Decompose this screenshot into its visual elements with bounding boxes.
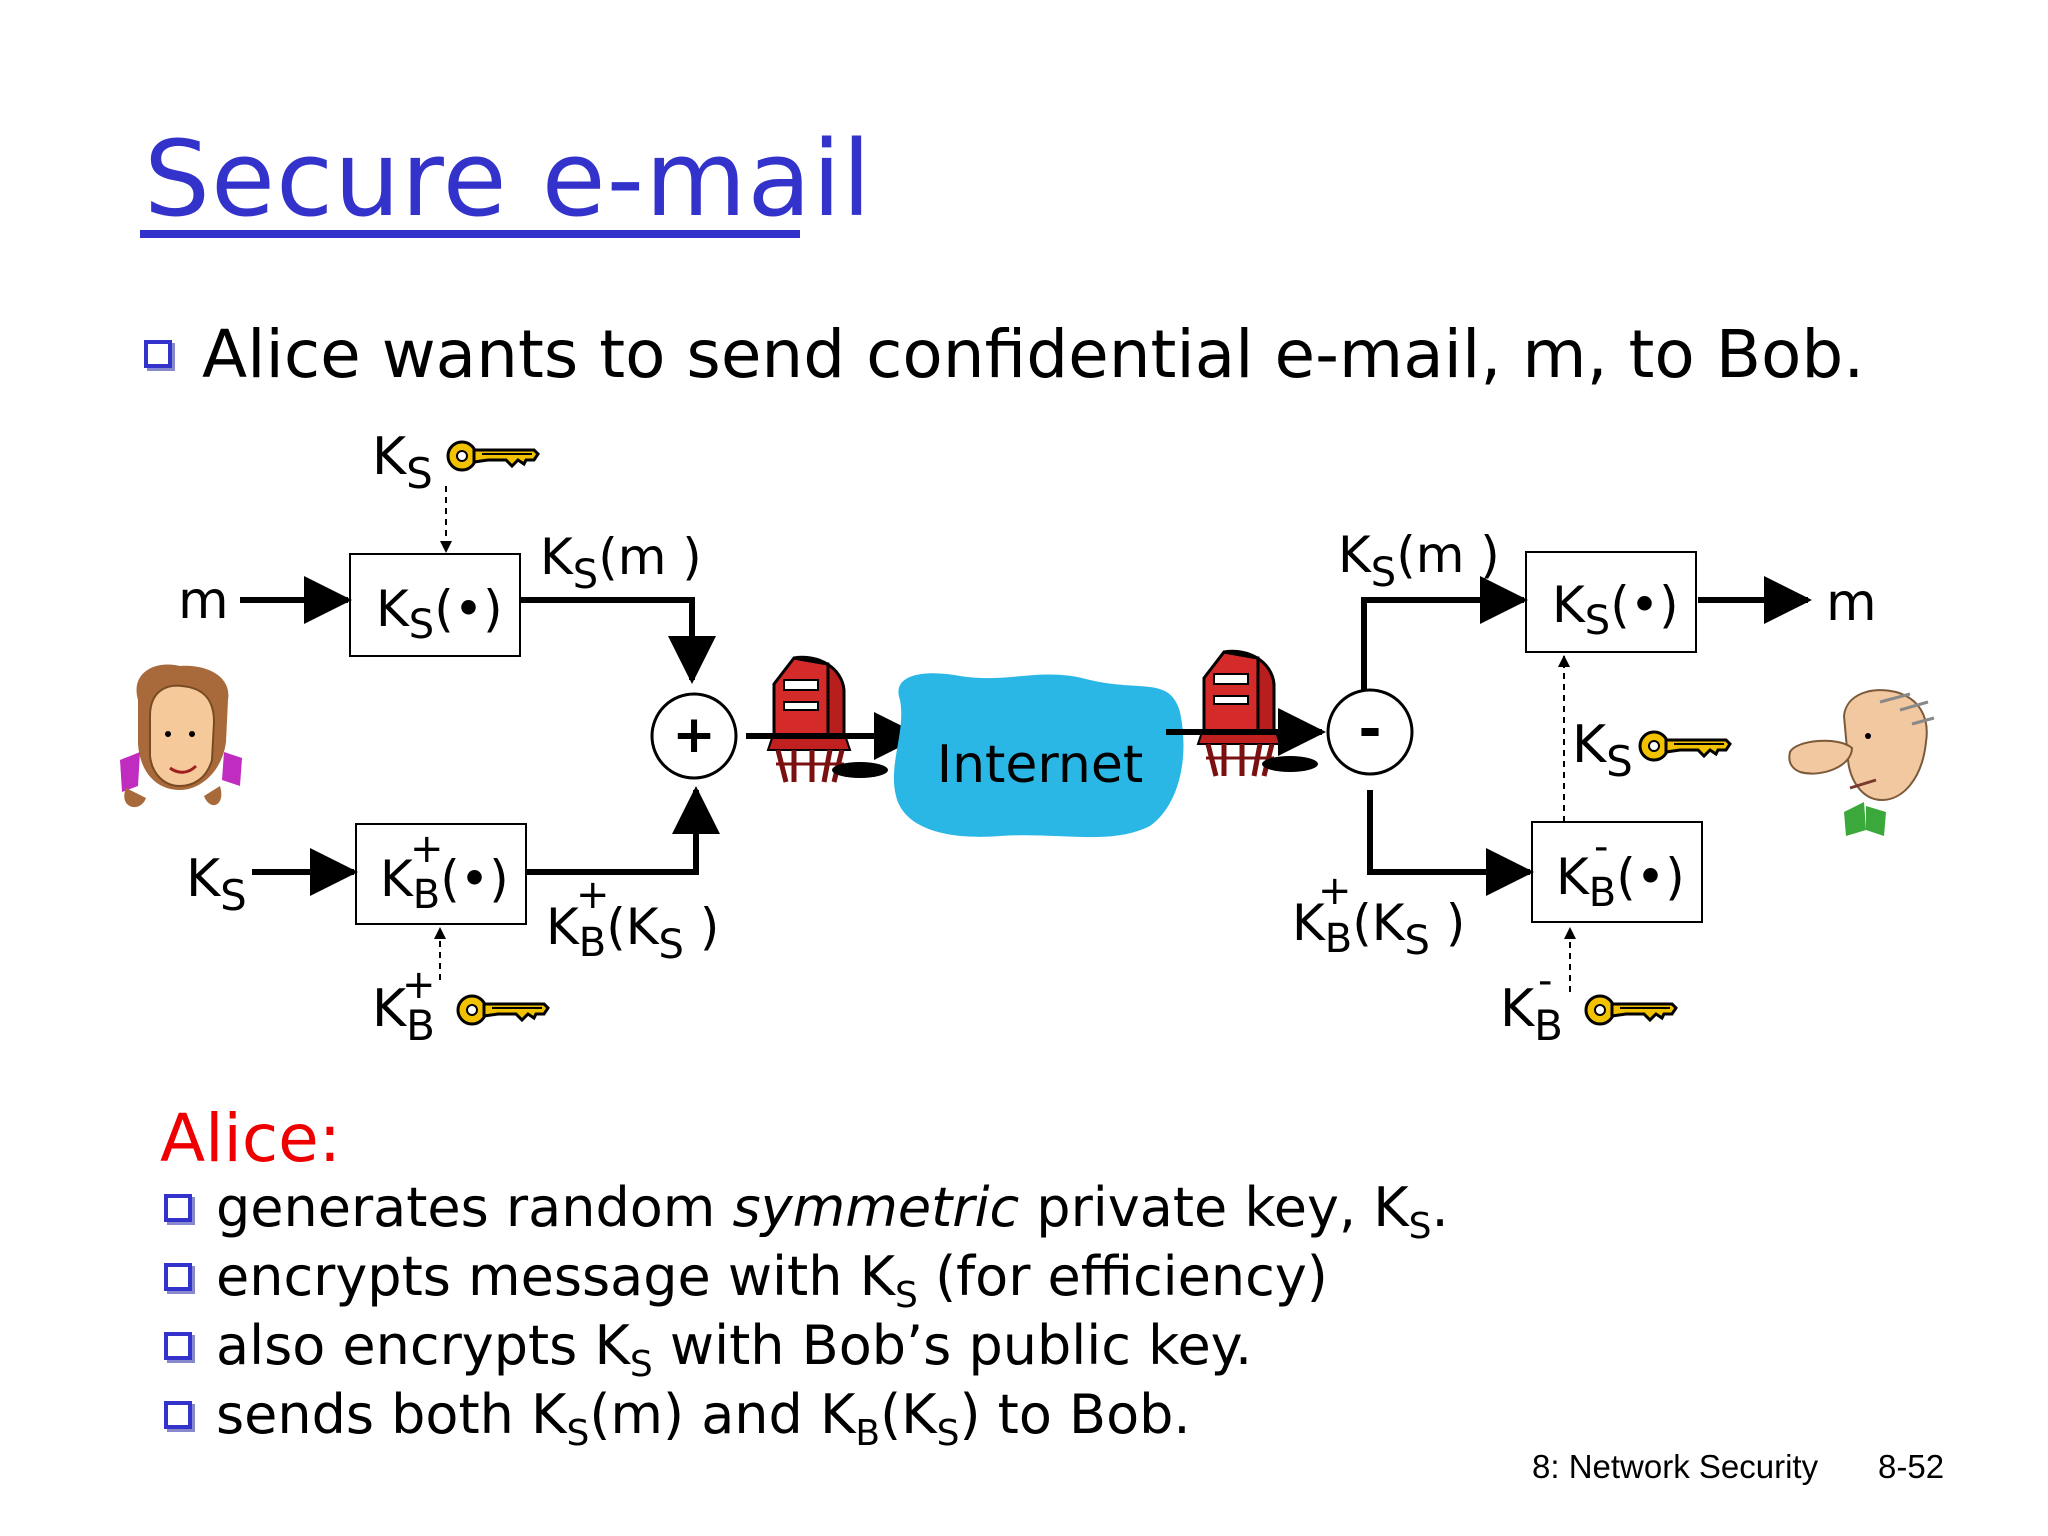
kb-ks-label-left: KB(KS ) <box>546 898 719 968</box>
bullet-square-icon <box>144 340 172 368</box>
footer-chapter: 8: Network Security <box>1532 1448 1819 1485</box>
combine-circle <box>650 692 738 780</box>
key-icon <box>1584 994 1678 1026</box>
key-icon <box>446 440 540 472</box>
bullet-text: generates random symmetric private key, … <box>216 1176 1449 1247</box>
bob-icon <box>1788 689 1935 836</box>
alice-heading: Alice: <box>160 1100 341 1177</box>
receiver-kb-box <box>1531 821 1703 923</box>
sender-kb-box-label: KB(•) <box>380 850 509 918</box>
bullet-square-icon <box>164 1401 192 1429</box>
bullet-text: sends both KS(m) and KB(KS) to Bob. <box>216 1383 1191 1454</box>
receiver-kb-minus-sign: - <box>1538 958 1552 1004</box>
list-item: also encrypts KS with Bob’s public key. <box>160 1310 1760 1385</box>
sender-kb-box <box>355 823 527 925</box>
list-item: sends both KS(m) and KB(KS) to Bob. <box>160 1379 1760 1454</box>
kb-ks-right-plus: + <box>1318 868 1352 914</box>
ks-m-label-left: KS(m ) <box>540 528 702 598</box>
alice-bullet-list: generates random symmetric private key, … <box>160 1172 1760 1454</box>
ks-m-label-right: KS(m ) <box>1338 526 1500 596</box>
bullet-square-icon <box>164 1332 192 1360</box>
top-ks-label: KS <box>372 427 433 498</box>
receiver-kb-box-label: KB(•) <box>1556 848 1685 916</box>
minus-to-ks-arrow <box>1361 576 1528 690</box>
bullet-text: also encrypts KS with Bob’s public key. <box>216 1314 1253 1385</box>
alice-icon <box>120 664 242 808</box>
bottom-kb-plus-label: KB <box>372 979 435 1050</box>
list-item: generates random symmetric private key, … <box>160 1172 1760 1247</box>
list-item: encrypts message with KS (for efficiency… <box>160 1241 1760 1316</box>
page-title: Secure e-mail <box>144 118 872 240</box>
footer-page-number: 8-52 <box>1878 1448 1945 1485</box>
internet-label: Internet <box>937 735 1143 795</box>
bottom-kb-plus-sign: + <box>402 962 436 1008</box>
sender-mailbox-icon <box>768 657 888 782</box>
bullet-square-icon <box>164 1194 192 1222</box>
kb-ks-label-right: KB(KS ) <box>1292 894 1465 964</box>
split-circle <box>1326 688 1414 776</box>
receiver-ks-box-label: KS(•) <box>1552 576 1679 644</box>
receiver-kb-minus-label: KB <box>1500 979 1563 1050</box>
sender-kb-box-plus: + <box>410 826 444 872</box>
intro-text: Alice wants to send confidential e-mail,… <box>202 316 1865 393</box>
kb-ks-to-plus-arrow <box>526 786 720 875</box>
receiver-mailbox-icon <box>1198 651 1318 776</box>
ks-m-to-plus-arrow <box>520 597 716 684</box>
split-symbol: - <box>1358 697 1381 762</box>
minus-to-kb-arrow <box>1367 790 1534 896</box>
bullet-square-icon <box>164 1263 192 1291</box>
key-icon <box>1638 730 1732 762</box>
receiver-ks-key-label: KS <box>1572 715 1633 786</box>
receiver-kb-box-minus: - <box>1594 824 1608 870</box>
combine-symbol: + <box>672 705 716 765</box>
sender-ks-input-label: KS <box>186 849 247 920</box>
bullet-text: encrypts message with KS (for efficiency… <box>216 1245 1328 1316</box>
key-icon <box>456 994 550 1026</box>
internet-cloud-icon <box>893 673 1184 838</box>
receiver-ks-box <box>1525 551 1697 653</box>
sender-m-label: m <box>178 571 229 631</box>
title-underline <box>140 230 800 238</box>
kb-ks-left-plus: + <box>576 872 610 918</box>
sender-ks-box-label: KS(•) <box>376 580 503 648</box>
receiver-m-label: m <box>1826 573 1877 633</box>
